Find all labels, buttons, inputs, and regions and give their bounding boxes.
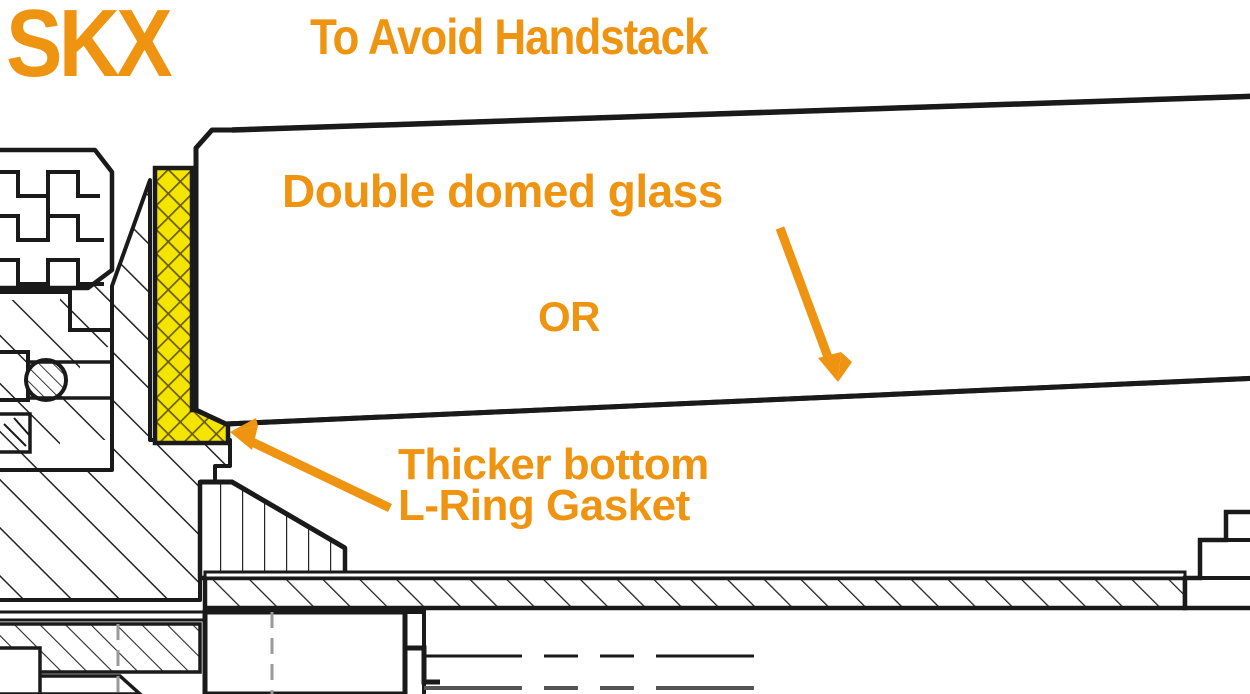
brand-title: SKX bbox=[6, 0, 173, 97]
subtitle: To Avoid Handstack bbox=[310, 9, 708, 65]
centerline-dashes bbox=[116, 612, 760, 694]
chamfer-ramp bbox=[197, 479, 348, 581]
label-or: OR bbox=[538, 293, 601, 340]
label-gasket-line-1: Thicker bottom bbox=[398, 440, 709, 489]
lower-body-block bbox=[202, 609, 440, 694]
double-domed-crystal bbox=[193, 93, 1250, 427]
arrow-to-gasket bbox=[230, 418, 392, 513]
o-ring-seal bbox=[0, 290, 114, 454]
threaded-ring bbox=[0, 147, 115, 291]
arrow-to-crystal bbox=[775, 226, 852, 382]
stepped-riser-right bbox=[1182, 509, 1250, 611]
label-double-domed-glass: Double domed glass bbox=[282, 165, 723, 217]
label-gasket-line-2: L-Ring Gasket bbox=[398, 481, 690, 531]
movement-plate bbox=[202, 570, 1188, 611]
case-body bbox=[0, 178, 232, 694]
